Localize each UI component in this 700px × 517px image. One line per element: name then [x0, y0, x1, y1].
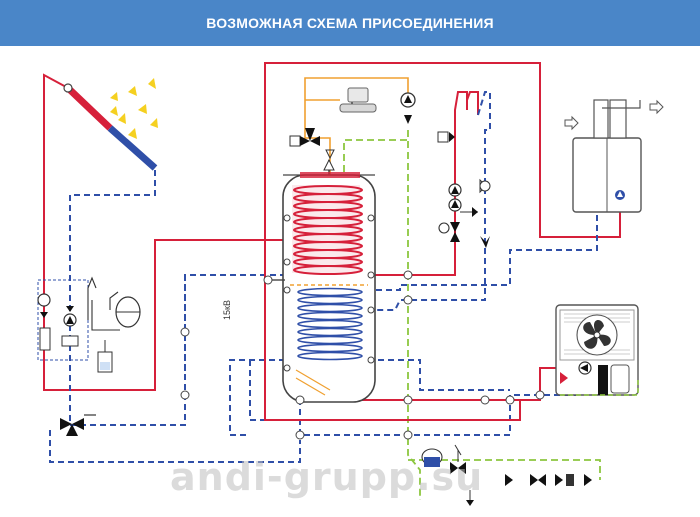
pipe-crossings — [180, 270, 545, 440]
heating-pump-group — [437, 131, 491, 248]
dhw-recirculation-pump-icon — [400, 92, 416, 124]
solar-return-pipe — [69, 170, 290, 426]
tank-lower-red-pipe — [264, 230, 521, 421]
boiler-icon — [572, 99, 642, 213]
tank-bottom-pipe — [368, 359, 510, 391]
thermostatic-valve-icon — [289, 128, 320, 147]
cold-water-inlet-pipe — [408, 459, 601, 480]
heat-pump-fan-icon — [555, 304, 639, 396]
heat-pump-green-link — [560, 380, 639, 396]
hot-water-outlet-pipe — [304, 77, 409, 175]
cold-water-inlet-group — [421, 444, 592, 506]
mixing-valve-icon — [60, 414, 96, 436]
expansion-tank-icon — [87, 276, 141, 373]
boiler-return-pipe — [368, 215, 598, 291]
lower-coil-lines — [297, 287, 363, 361]
heating-return-pipe — [368, 91, 491, 311]
solar-supply-pipe — [43, 73, 290, 391]
upper-coil-lines — [293, 185, 363, 275]
solar-pump-group — [37, 279, 89, 361]
header-banner: ВОЗМОЖНАЯ СХЕМА ПРИСОЕДИНЕНИЯ — [0, 0, 700, 46]
watermark: andi-grupp.su — [170, 455, 484, 499]
connection-scheme: 15кВ — [37, 62, 664, 506]
recirculation-pipe — [343, 130, 421, 500]
page-title: ВОЗМОЖНАЯ СХЕМА ПРИСОЕДИНЕНИЯ — [206, 15, 494, 31]
faucet-icon — [339, 87, 377, 113]
boiler-supply-pipe — [264, 62, 621, 238]
solar-collector-icon — [63, 83, 158, 171]
boiler-air-arrows — [564, 99, 664, 131]
sun-icon — [110, 78, 158, 139]
storage-tank — [263, 158, 376, 403]
heating-supply-pipe — [368, 91, 479, 276]
tank-power-label: 15кВ — [222, 300, 232, 320]
top-check-valve-icon — [325, 149, 335, 160]
